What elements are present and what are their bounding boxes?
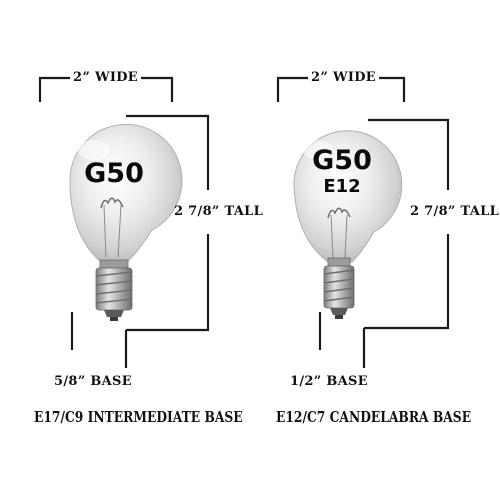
right-height-label: 2 7/8” TALL xyxy=(410,204,500,219)
right-bulb-model-label: G50 xyxy=(312,145,372,176)
right-bulb-screw-base xyxy=(323,257,355,319)
left-width-label: 2” WIDE xyxy=(70,70,142,85)
right-bulb-figure xyxy=(293,130,403,319)
right-height-bracket-bottom xyxy=(364,234,450,330)
left-height-bracket-top xyxy=(126,114,210,190)
left-bulb-glass xyxy=(69,123,183,264)
left-height-bracket-bottom xyxy=(126,234,210,332)
left-bulb-figure xyxy=(69,123,183,321)
left-base-type-label: E17/C9 INTERMEDIATE BASE xyxy=(34,408,243,426)
left-bulb-filament xyxy=(100,197,124,259)
left-bulb-model-label: G50 xyxy=(84,158,144,189)
left-base-size-label: 5/8” BASE xyxy=(54,374,132,389)
right-width-label: 2” WIDE xyxy=(308,70,380,85)
right-bulb-glass xyxy=(293,130,403,263)
right-dimension-lines xyxy=(276,76,450,368)
right-base-size-label: 1/2” BASE xyxy=(290,374,368,389)
right-bulb-submodel-label: E12 xyxy=(323,176,361,197)
left-height-label: 2 7/8” TALL xyxy=(174,204,264,219)
right-bulb-filament xyxy=(327,207,351,259)
right-height-bracket-top xyxy=(368,118,450,190)
right-base-type-label: E12/C7 CANDELABRA BASE xyxy=(276,408,472,426)
left-bulb-screw-base xyxy=(95,259,133,321)
